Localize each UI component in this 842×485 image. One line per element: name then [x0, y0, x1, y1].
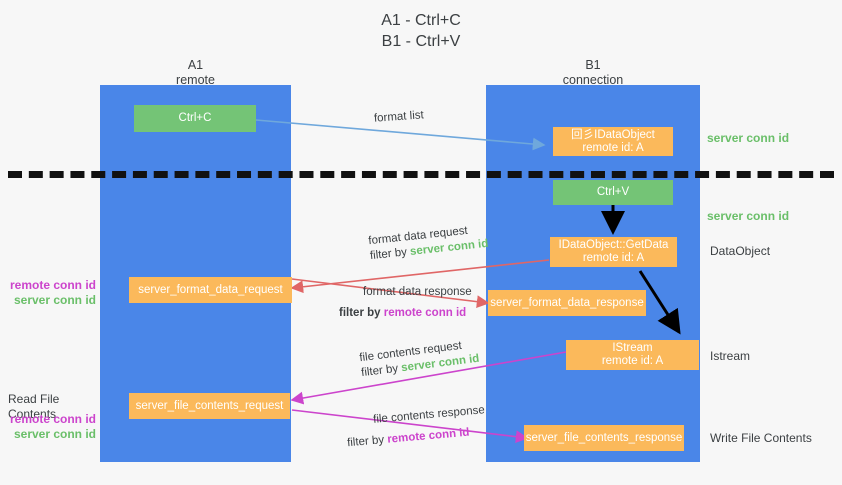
box-idataobject-getdata-line1: IDataObject::GetData	[558, 239, 669, 251]
box-istream-line1: IStream	[612, 342, 653, 354]
right-label-server-conn-id-top: server conn id	[707, 131, 789, 146]
left-label-read-file-contents-text: Read File Contents	[8, 392, 60, 421]
lane-b1-name: B1	[585, 58, 601, 72]
title-line-1: A1 - Ctrl+C	[381, 12, 461, 29]
box-idataobject[interactable]: 回彡IDataObject remote id: A	[553, 127, 673, 156]
filter-value-remote-conn-id: remote conn id	[386, 426, 470, 446]
right-label-istream: Istream	[710, 349, 750, 364]
box-idataobject-getdata-line2: remote id: A	[582, 252, 645, 264]
box-server-file-contents-request-label: server_file_contents_request	[135, 399, 284, 412]
box-server-format-data-response[interactable]: server_format_data_response	[488, 290, 646, 316]
right-label-dataobject: DataObject	[710, 244, 770, 259]
edge-label-format-list: format list	[374, 108, 425, 126]
edge-label-file-contents-request: file contents request filter by server c…	[359, 337, 481, 381]
box-idataobject-line2: remote id: A	[582, 141, 644, 154]
right-label-server-conn-id-mid-text: server conn id	[707, 209, 790, 223]
diagram-title: A1 - Ctrl+C B1 - Ctrl+V	[0, 10, 842, 52]
left-label-read-file-contents: Read File Contents	[8, 392, 100, 422]
edge-label-format-list-text: format list	[373, 109, 425, 125]
edge-label-file-contents-response-text: file contents response	[372, 404, 486, 426]
box-istream-line2: remote id: A	[601, 355, 664, 367]
left-label-conn-ids-lower: remote conn id server conn id	[8, 412, 96, 442]
box-server-file-contents-response-label: server_file_contents_response	[525, 431, 683, 444]
edge-label-format-data-response-text: format data response	[363, 286, 472, 298]
box-ctrl-v-label: Ctrl+V	[596, 186, 630, 198]
lane-a1-sub: remote	[176, 73, 215, 87]
lane-header-b1: B1 connection	[486, 58, 700, 88]
edge-label-file-contents-response: file contents response filter by remote …	[347, 403, 488, 449]
edge-label-format-data-response-filter: filter by remote conn id	[339, 306, 472, 321]
left-label-server-conn-id-lower: server conn id	[13, 427, 96, 441]
filter-prefix: filter by	[339, 307, 384, 319]
box-server-file-contents-request[interactable]: server_file_contents_request	[129, 393, 290, 419]
left-label-conn-ids-upper: remote conn id server conn id	[8, 278, 96, 308]
edge-label-format-data-request: format data request filter by server con…	[368, 222, 489, 264]
box-server-file-contents-response[interactable]: server_file_contents_response	[524, 425, 684, 451]
box-ctrl-v[interactable]: Ctrl+V	[553, 180, 673, 205]
right-label-istream-text: Istream	[710, 349, 751, 363]
filter-value-remote-conn-id: remote conn id	[383, 307, 467, 319]
box-idataobject-getdata[interactable]: IDataObject::GetData remote id: A	[550, 237, 677, 267]
right-label-write-file-contents: Write File Contents	[710, 431, 812, 446]
lane-header-a1: A1 remote	[100, 58, 291, 88]
box-istream[interactable]: IStream remote id: A	[566, 340, 699, 370]
lane-a1-name: A1	[187, 58, 204, 72]
right-label-write-file-contents-text: Write File Contents	[710, 431, 812, 445]
left-label-server-conn-id-upper: server conn id	[13, 293, 96, 307]
right-label-server-conn-id-top-text: server conn id	[707, 131, 790, 145]
left-label-remote-conn-id-lower: remote conn id	[9, 412, 96, 426]
filter-prefix: filter by	[369, 245, 411, 263]
box-idataobject-line1: 回彡IDataObject	[571, 128, 655, 141]
box-server-format-data-request[interactable]: server_format_data_request	[129, 277, 292, 303]
phase-divider	[8, 171, 834, 178]
right-label-server-conn-id-mid: server conn id	[707, 209, 789, 224]
title-line-2: B1 - Ctrl+V	[381, 33, 461, 50]
edge-label-format-data-response: format data response filter by remote co…	[339, 285, 472, 321]
left-label-remote-conn-id-upper: remote conn id	[9, 278, 96, 292]
lane-b1-sub: connection	[562, 73, 624, 87]
edge-label-file-contents-response-filter: filter by remote conn id	[347, 424, 488, 451]
right-label-dataobject-text: DataObject	[710, 244, 771, 258]
filter-prefix: filter by	[346, 433, 388, 450]
filter-prefix: filter by	[360, 362, 402, 380]
box-server-format-data-request-label: server_format_data_request	[138, 283, 283, 296]
box-server-format-data-response-label: server_format_data_response	[490, 296, 644, 309]
box-ctrl-c[interactable]: Ctrl+C	[134, 105, 256, 132]
box-ctrl-c-label: Ctrl+C	[178, 112, 212, 124]
